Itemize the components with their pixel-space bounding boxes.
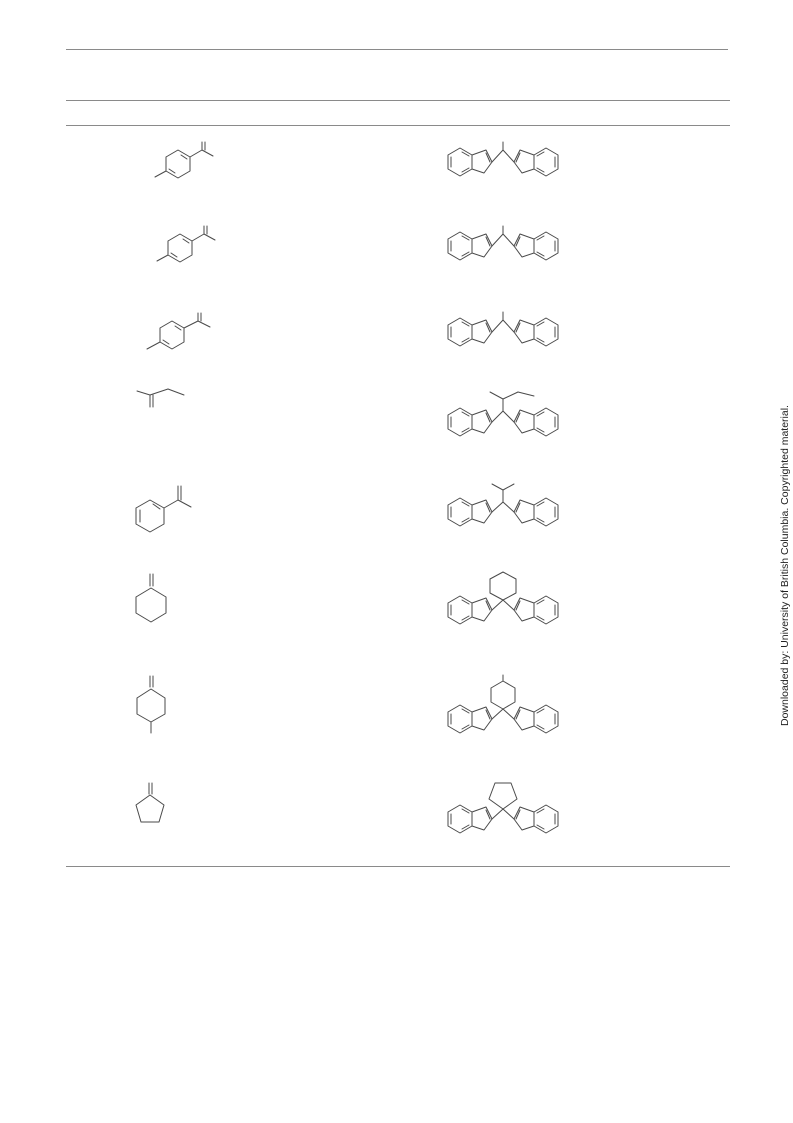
reactant-structure-8 <box>130 781 180 831</box>
product-structure-7 <box>438 672 568 752</box>
product-structure-5 <box>438 478 568 548</box>
product-structure-3 <box>438 310 568 370</box>
reactant-structure-4 <box>132 385 192 415</box>
bottom-rule <box>66 866 730 867</box>
reactant-structure-1 <box>150 140 230 190</box>
top-rule <box>66 49 728 50</box>
product-structure-1 <box>438 140 568 200</box>
product-structure-2 <box>438 224 568 284</box>
reactant-structure-3 <box>142 311 222 361</box>
reactant-structure-7 <box>130 674 180 736</box>
reactant-structure-2 <box>152 224 232 274</box>
reactant-structure-5 <box>130 480 200 540</box>
reactant-structure-6 <box>130 572 180 627</box>
product-structure-8 <box>438 775 568 850</box>
product-structure-4 <box>438 385 568 460</box>
product-structure-6 <box>438 566 568 641</box>
header-bottom-rule <box>66 125 730 126</box>
copyright-note: Downloaded by: University of British Col… <box>779 405 791 726</box>
header-rule <box>66 100 730 101</box>
